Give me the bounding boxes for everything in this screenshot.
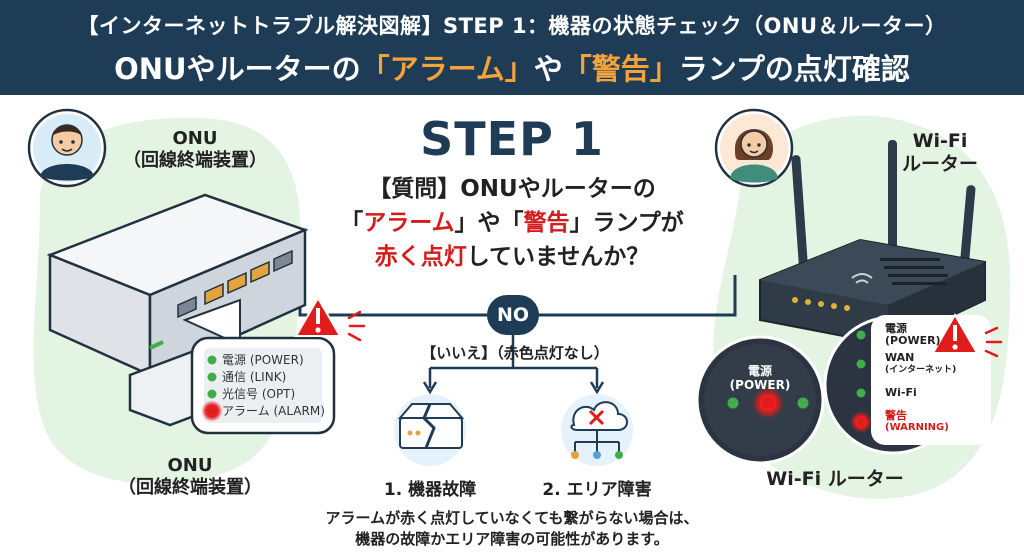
question-line2-end: 」ランプが xyxy=(569,210,684,236)
header-alarm-word: 「アラーム」 xyxy=(360,52,534,86)
header-warning-word: 「警告」 xyxy=(562,52,679,86)
onu-lamp-link-label: 通信 (LINK) xyxy=(222,370,287,384)
question-bracket-open: 「 xyxy=(340,210,364,236)
step-title: STEP 1 xyxy=(420,112,604,166)
question-line3-end: していませんか？ xyxy=(466,244,650,270)
onu-lamp-power-label: 電源 (POWER) xyxy=(222,353,304,367)
option-device-failure: 1. 機器故障 xyxy=(383,480,477,500)
option-area-outage: 2. エリア障害 xyxy=(542,480,652,500)
onu-top-label-line2: （回線終端装置） xyxy=(123,150,267,171)
onu-lamp-opt-label: 光信号 (OPT) xyxy=(222,387,296,401)
router-power-zoom-label: 電源 (POWER) xyxy=(715,364,805,392)
cloud-outage-icon xyxy=(561,394,633,466)
header-banner: 【インターネットトラブル解決図解】STEP 1：機器の状態チェック（ONU＆ルー… xyxy=(0,0,1024,95)
header-line-2: ONUやルーターの「アラーム」や「警告」ランプの点灯確認 xyxy=(0,46,1024,88)
router-lamp-power: 電源 (POWER) xyxy=(885,323,989,352)
onu-bottom-label-line2: （回線終端装置） xyxy=(118,477,262,498)
person-avatar-right xyxy=(714,108,794,188)
router-power-dot-red xyxy=(761,396,775,410)
router-lamp-dot-1 xyxy=(856,359,866,369)
router-lamp-warning-l1: 警告 xyxy=(885,409,907,422)
no-badge: NO xyxy=(487,295,539,335)
onu-lamp-dot-3 xyxy=(207,406,217,416)
router-lamp-list: 電源 (POWER) WAN (インターネット) Wi-Fi 警告 (WARNI… xyxy=(885,323,989,439)
router-lamp-wifi-l1: Wi-Fi xyxy=(885,386,917,399)
router-power-dot-green-left xyxy=(727,397,739,409)
router-power-dot-green-right xyxy=(797,397,809,409)
question-line2: 「アラーム」や「警告」ランプが xyxy=(290,206,734,240)
question-block: 【質問】ONUやルーターの 「アラーム」や「警告」ランプが 赤く点灯していません… xyxy=(290,172,734,274)
onu-bottom-label: ONU （回線終端装置） xyxy=(105,455,275,499)
router-lamp-power-l1: 電源 xyxy=(885,322,907,335)
router-lamp-dot-0 xyxy=(856,330,866,340)
question-red-on: 赤く点灯 xyxy=(374,244,467,270)
router-bottom-label: Wi-Fi ルーター xyxy=(766,468,904,490)
header-line-2-c: や xyxy=(533,52,563,86)
router-lamp-dots xyxy=(850,330,872,433)
onu-lamp-dot-0 xyxy=(207,355,217,365)
onu-lamp-dot-1 xyxy=(207,372,217,382)
bottom-note-line2: 機器の故障かエリア障害の可能性があります。 xyxy=(355,530,669,548)
header-line-2-e: ランプの点灯確認 xyxy=(678,52,910,86)
router-top-label-line2: ルーター xyxy=(901,153,978,175)
router-lamp-warning-l2: (WARNING) xyxy=(885,422,949,433)
router-warning-icon xyxy=(931,313,1003,358)
branch-label: 【いいえ】（赤色点灯なし） xyxy=(421,344,609,362)
router-power-dots xyxy=(727,387,809,419)
router-lamp-wifi: Wi-Fi xyxy=(885,381,989,410)
onu-bottom-label-line1: ONU xyxy=(167,455,213,476)
diagram-canvas xyxy=(27,108,1010,499)
router-power-label-line2: (POWER) xyxy=(729,378,791,392)
router-top-label: Wi-Fi ルーター xyxy=(880,130,1000,176)
onu-callout-pointer xyxy=(182,298,241,347)
bottom-note-line1: アラームが赤く点灯していなくても繋がらない場合は、 xyxy=(325,509,699,527)
question-line1: 【質問】ONUやルーターの xyxy=(368,176,656,202)
onu-top-label-line1: ONU xyxy=(172,128,218,149)
router-power-label-line1: 電源 xyxy=(747,364,772,378)
broken-device-icon xyxy=(394,394,466,466)
router-lamp-power-l2: (POWER) xyxy=(885,334,941,347)
onu-lamp-alarm-label: アラーム (ALARM) xyxy=(222,404,325,418)
header-line-2-a: ONUやルーターの xyxy=(114,52,361,86)
bottom-note: アラームが赤く点灯していなくても繋がらない場合は、 機器の故障かエリア障害の可能… xyxy=(270,508,754,550)
router-lamp-dot-3 xyxy=(856,417,866,427)
router-lamp-wan-l1: WAN xyxy=(885,351,915,364)
question-warning-word: 警告 xyxy=(523,210,570,236)
onu-lamp-list: 電源 (POWER) 通信 (LINK) 光信号 (OPT) アラーム (ALA… xyxy=(222,352,332,420)
question-mid: 」や「 xyxy=(454,210,524,236)
router-lamp-dot-2 xyxy=(856,388,866,398)
router-lamp-wan: WAN (インターネット) xyxy=(885,352,989,381)
router-lamp-warning: 警告 (WARNING) xyxy=(885,410,989,439)
question-line3: 赤く点灯していませんか？ xyxy=(290,240,734,274)
router-lamp-wan-l2: (インターネット) xyxy=(885,365,957,375)
onu-lamp-dot-2 xyxy=(207,389,217,399)
onu-device xyxy=(46,193,309,377)
header-line-1: 【インターネットトラブル解決図解】STEP 1：機器の状態チェック（ONU＆ルー… xyxy=(77,14,947,38)
branch-arrows xyxy=(428,330,599,388)
onu-top-label: ONU （回線終端装置） xyxy=(120,128,270,172)
person-avatar-left xyxy=(27,108,107,188)
onu-lamp-dots xyxy=(201,355,223,422)
onu-warning-icon xyxy=(294,296,366,342)
router-top-label-line1: Wi-Fi xyxy=(912,130,968,152)
question-alarm-word: アラーム xyxy=(363,210,455,236)
